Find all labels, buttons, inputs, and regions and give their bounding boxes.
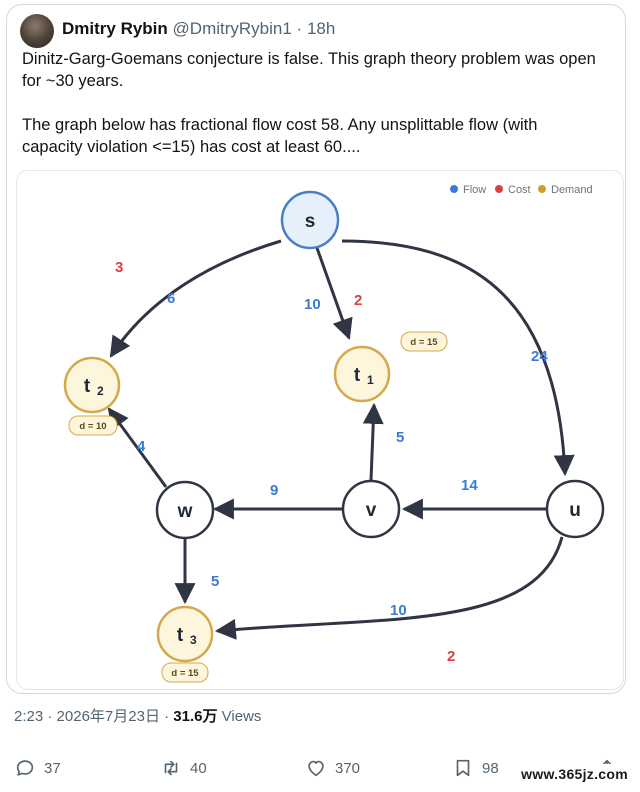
node-label-subscript: 2 bbox=[97, 384, 104, 398]
tweet-text-line: Dinitz-Garg-Goemans conjecture is false.… bbox=[22, 50, 596, 68]
legend-cost-label: Cost bbox=[508, 184, 531, 196]
action-bar: 37 40 370 98 bbox=[0, 752, 640, 788]
edge-label-flow: 10 bbox=[304, 296, 321, 313]
edge-s-u bbox=[341, 239, 575, 477]
legend: Flow Cost Demand bbox=[450, 184, 593, 196]
edge-label-flow: 5 bbox=[396, 429, 404, 446]
edge-label-cost: 2 bbox=[447, 648, 455, 665]
node-u: u bbox=[545, 479, 605, 539]
demand-badge-t3: d = 15 bbox=[161, 662, 209, 683]
node-t2: t 2 bbox=[63, 356, 121, 414]
node-label: t bbox=[354, 365, 361, 386]
node-label: v bbox=[366, 500, 377, 521]
reply-count: 37 bbox=[44, 759, 61, 777]
reply-icon bbox=[16, 760, 34, 776]
edge-v-t1 bbox=[362, 402, 384, 481]
watermark-text: www.365jz.com bbox=[515, 764, 634, 784]
retweet-icon bbox=[164, 760, 178, 776]
edge-label-flow: 14 bbox=[461, 477, 478, 494]
author-handle[interactable]: @DmitryRybin1 bbox=[172, 19, 292, 38]
legend-demand-dot bbox=[538, 185, 546, 193]
bookmark-icon bbox=[456, 759, 470, 777]
edge-label-flow: 9 bbox=[270, 482, 278, 499]
edge-label-flow: 10 bbox=[390, 602, 407, 619]
node-v: v bbox=[341, 479, 401, 539]
demand-label: d = 15 bbox=[410, 337, 438, 348]
edge-label-cost: 3 bbox=[115, 259, 123, 276]
tweet-time[interactable]: 2:23 bbox=[14, 708, 44, 725]
node-label: t bbox=[84, 376, 91, 397]
tweet-meta: 2:23 · 2026年7月23日 · 31.6万 Views bbox=[14, 705, 261, 726]
node-label: t bbox=[177, 625, 184, 646]
like-count: 370 bbox=[335, 759, 361, 777]
node-label: u bbox=[569, 500, 581, 521]
demand-badge-t2: d = 10 bbox=[68, 415, 118, 436]
edge-label-flow: 6 bbox=[167, 290, 175, 307]
reply-button[interactable]: 37 bbox=[14, 752, 61, 784]
bookmark-button[interactable]: 98 bbox=[452, 752, 499, 784]
node-label-subscript: 3 bbox=[190, 633, 197, 647]
views-label: Views bbox=[221, 708, 262, 725]
legend-demand-label: Demand bbox=[551, 184, 593, 196]
edge-s-t1 bbox=[315, 247, 353, 340]
retweet-count: 40 bbox=[190, 759, 207, 777]
tweet-text-line: capacity violation <=15) has cost at lea… bbox=[22, 138, 361, 156]
edge-labels: 3 6 10 2 24 4 5 9 14 5 10 2 bbox=[115, 259, 548, 665]
heart-icon bbox=[308, 760, 324, 777]
tweet-date[interactable]: 2026年7月23日 bbox=[56, 708, 160, 725]
edge-label-flow: 5 bbox=[211, 573, 219, 590]
node-w: w bbox=[155, 480, 215, 540]
author-name[interactable]: Dmitry Rybin bbox=[62, 19, 168, 38]
legend-cost-dot bbox=[495, 185, 503, 193]
like-button[interactable]: 370 bbox=[305, 752, 360, 784]
bookmark-count: 98 bbox=[482, 759, 499, 777]
legend-flow-label: Flow bbox=[463, 184, 486, 196]
avatar[interactable] bbox=[20, 14, 54, 48]
node-t1: t 1 bbox=[333, 345, 391, 403]
views-count: 31.6万 bbox=[173, 708, 218, 725]
meta-separator: · bbox=[47, 708, 53, 725]
header-separator: · bbox=[296, 19, 303, 38]
edge-label-flow: 24 bbox=[531, 348, 548, 365]
edge-w-t2 bbox=[107, 407, 168, 488]
demand-label: d = 10 bbox=[79, 421, 106, 432]
tweet-text: Dinitz-Garg-Goemans conjecture is false.… bbox=[22, 48, 612, 158]
edge-s-t2 bbox=[109, 239, 282, 358]
retweet-button[interactable]: 40 bbox=[160, 752, 207, 784]
demand-label: d = 15 bbox=[171, 668, 199, 679]
edge-label-flow: 4 bbox=[137, 438, 146, 455]
edge-u-t3 bbox=[214, 536, 564, 640]
tweet-text-line: for ~30 years. bbox=[22, 72, 124, 90]
meta-separator: · bbox=[164, 708, 170, 725]
tweet-time-ago[interactable]: 18h bbox=[306, 19, 336, 38]
edge-label-cost: 2 bbox=[354, 292, 362, 309]
demand-badge-t1: d = 15 bbox=[400, 331, 448, 352]
node-label: s bbox=[305, 211, 316, 232]
legend-flow-dot bbox=[450, 185, 458, 193]
node-label-subscript: 1 bbox=[367, 373, 374, 387]
node-label: w bbox=[177, 501, 193, 522]
tweet-header: Dmitry Rybin @DmitryRybin1 · 18h bbox=[62, 19, 335, 39]
graph-diagram: Flow Cost Demand 3 6 10 2 24 4 5 bbox=[63, 184, 605, 683]
tweet-media-image[interactable]: Flow Cost Demand 3 6 10 2 24 4 5 bbox=[16, 170, 624, 690]
node-s: s bbox=[280, 190, 340, 250]
tweet-text-line: The graph below has fractional flow cost… bbox=[22, 116, 538, 134]
node-t3: t 3 bbox=[156, 605, 214, 663]
edges bbox=[107, 239, 575, 640]
